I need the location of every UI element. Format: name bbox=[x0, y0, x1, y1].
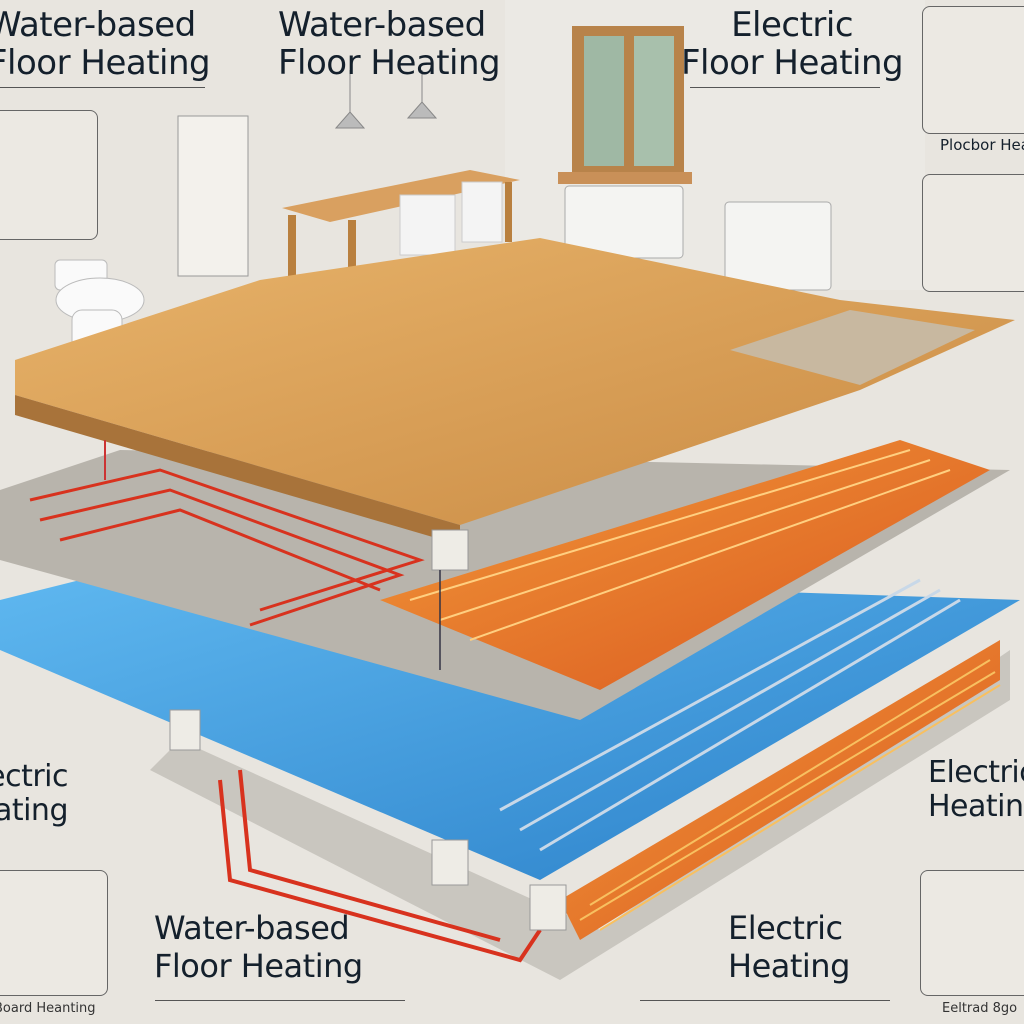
label-left-middle: Electric Heating bbox=[0, 759, 69, 828]
orange-heating-cables bbox=[409, 449, 951, 641]
label-top-center: Water-based Floor Heating bbox=[278, 5, 501, 83]
divider bbox=[0, 87, 205, 88]
panel-frame bbox=[920, 870, 1024, 996]
water-pipes bbox=[218, 769, 542, 963]
bottom-right-caption: Eeltrad 8go bbox=[942, 1001, 1018, 1016]
electric-mat-layer bbox=[380, 440, 990, 690]
label-line: Floor Heating bbox=[154, 947, 363, 985]
label-bottom-right: Electric Heating bbox=[728, 912, 850, 982]
label-line: Electric bbox=[731, 5, 854, 45]
label-line: Heating bbox=[0, 793, 69, 828]
label-right-middle: Electric Heating bbox=[928, 758, 1024, 822]
window bbox=[558, 26, 692, 184]
label-line: Water-based bbox=[0, 5, 196, 45]
label-line: Electric bbox=[728, 909, 843, 947]
label-bottom-center: Water-based Floor Heating bbox=[154, 912, 363, 982]
label-line: Water-based bbox=[154, 909, 350, 947]
wall-chart bbox=[177, 115, 249, 277]
label-line: Heating bbox=[928, 789, 1024, 824]
dining-table bbox=[282, 170, 520, 306]
label-line: Electric bbox=[0, 759, 69, 794]
wooden-floor bbox=[15, 238, 1015, 525]
bottom-left-caption: Board Heanting bbox=[0, 1001, 96, 1016]
radiator bbox=[564, 185, 832, 291]
red-water-pipes bbox=[29, 468, 425, 627]
divider bbox=[155, 1000, 405, 1001]
panel-frame bbox=[0, 110, 98, 240]
support-posts bbox=[169, 529, 567, 931]
label-line: Electric bbox=[928, 755, 1024, 790]
label-line: Floor Heating bbox=[681, 43, 904, 83]
label-top-left: Water-based Floor Heating bbox=[0, 5, 211, 83]
floor-mat bbox=[730, 310, 975, 385]
label-top-right: Electric Floor Heating bbox=[681, 5, 904, 83]
panel-frame bbox=[0, 870, 108, 996]
panel-frame bbox=[922, 174, 1024, 292]
divider bbox=[690, 87, 880, 88]
water-heating-layer bbox=[0, 570, 1020, 880]
divider bbox=[640, 1000, 890, 1001]
label-line: Floor Heating bbox=[278, 43, 501, 83]
pendant-lamps bbox=[334, 70, 438, 129]
right-panel-caption: Plocbor Heating bbox=[940, 136, 1024, 154]
floor-edge bbox=[15, 395, 460, 545]
panel-frame bbox=[922, 6, 1024, 134]
electric-heating-layer bbox=[560, 640, 1000, 940]
label-line: Heating bbox=[728, 947, 850, 985]
pipe-loops bbox=[499, 578, 961, 852]
base-layer bbox=[150, 650, 1010, 980]
label-line: Water-based bbox=[278, 5, 486, 45]
label-line: Floor Heating bbox=[0, 43, 211, 83]
electric-cables bbox=[579, 659, 1001, 931]
